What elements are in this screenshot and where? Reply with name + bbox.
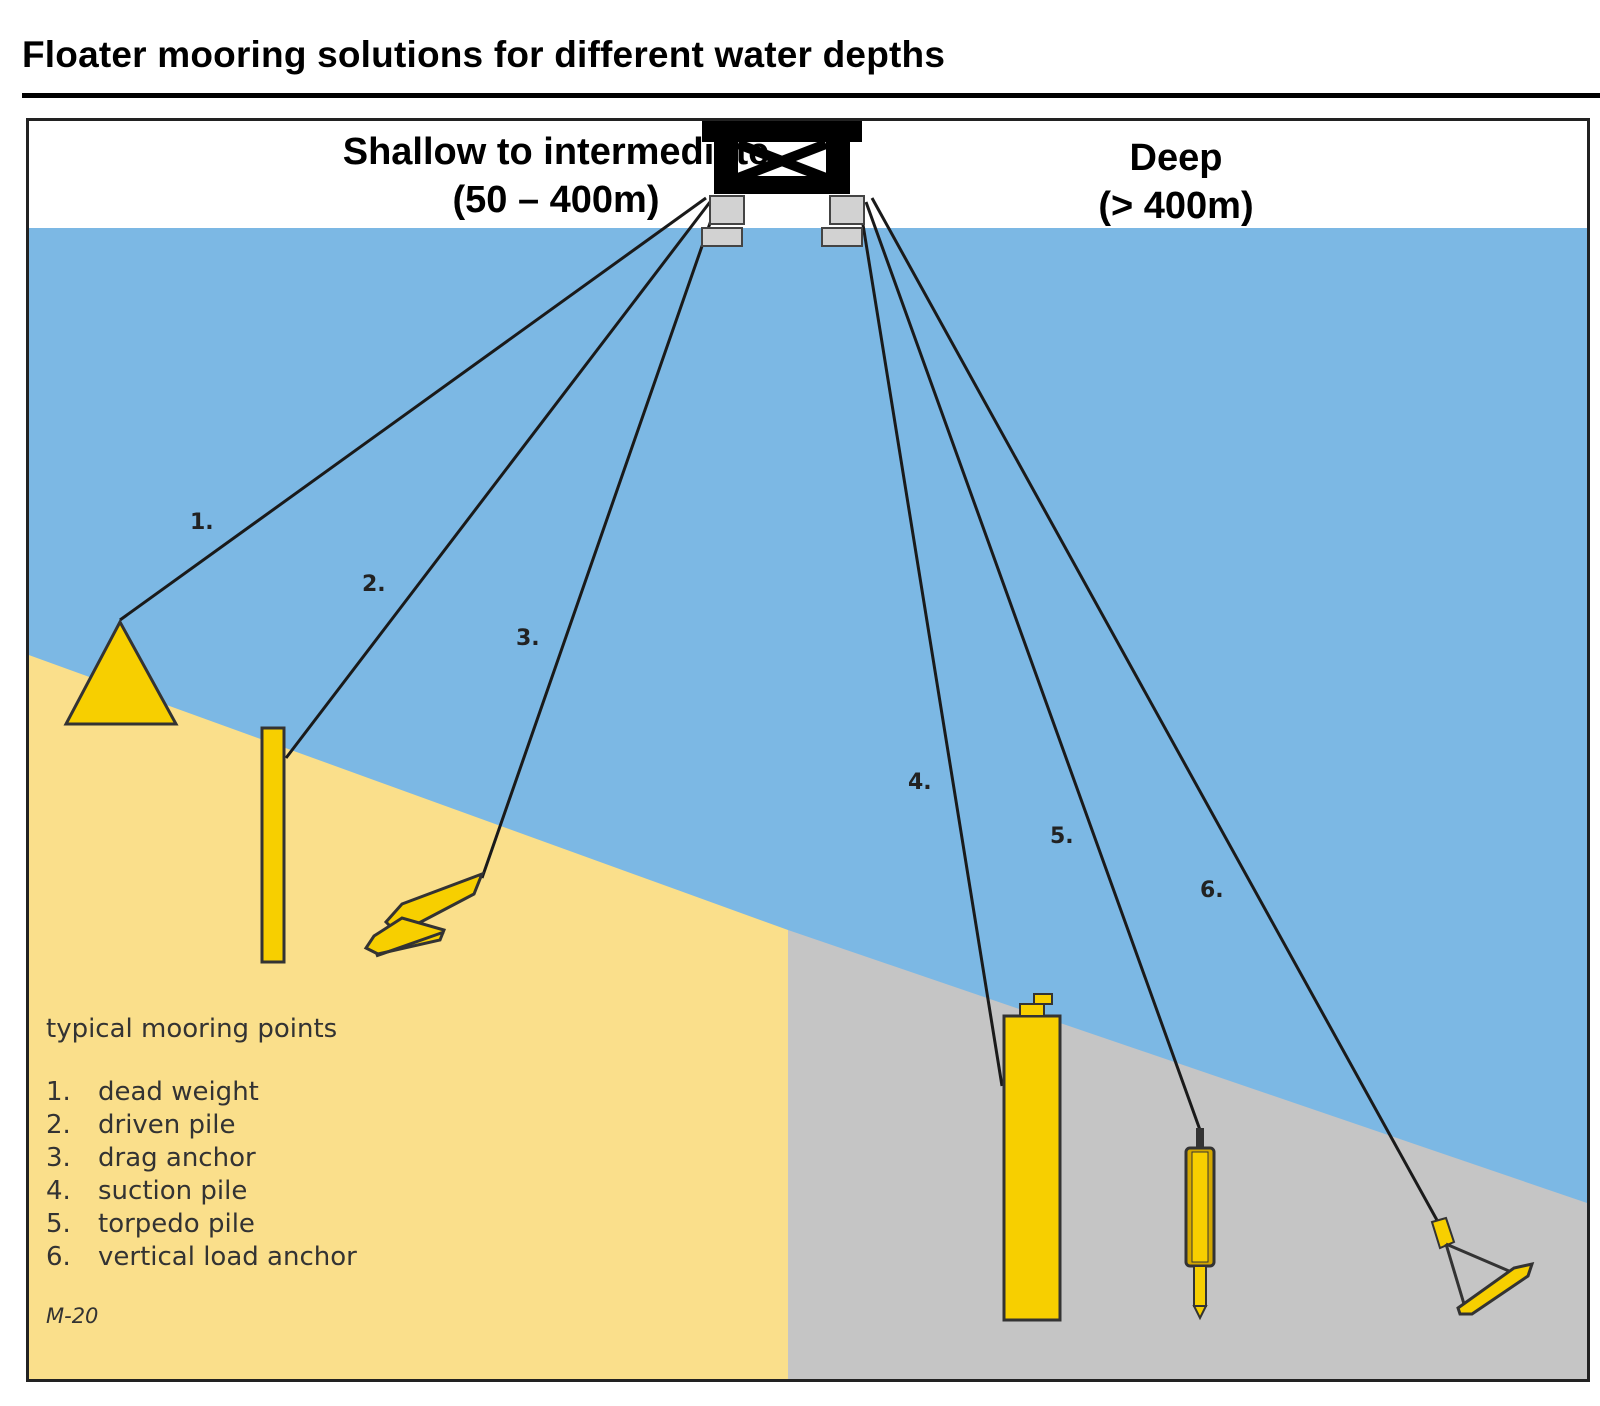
mooring-line-1 [119,196,707,622]
legend-title: typical mooring points [46,1014,338,1044]
legend-item-label: drag anchor [98,1143,256,1173]
region-deep-name: Deep [1129,137,1223,179]
mooring-lines [119,196,1440,1223]
legend-item-label: vertical load anchor [98,1242,357,1272]
legend-item-label: torpedo pile [98,1209,255,1239]
mooring-line-6 [870,197,1440,1223]
legend-item: 4. suction pile [46,1175,357,1208]
legend-item: 6. vertical load anchor [46,1241,357,1274]
legend-item-number: 2. [46,1110,71,1140]
legend-item-label: dead weight [98,1077,259,1107]
legend-item-number: 3. [46,1143,71,1173]
diagram-frame: Shallow to intermediate (50 – 400m) Deep… [26,118,1590,1382]
region-label-shallow: Shallow to intermediate (50 – 400m) [306,128,806,224]
suction-pile-anchor [1002,993,1062,1322]
seabed-sand [26,654,788,1382]
legend-item-label: suction pile [98,1176,248,1206]
legend-item-number: 1. [46,1077,71,1107]
line-number-2: 2. [362,572,386,597]
legend-item-number: 5. [46,1209,71,1239]
mooring-line-5 [864,201,1202,1131]
mooring-line-3 [480,205,718,879]
torpedo-pile-anchor [1184,1128,1216,1321]
driven-pile-anchor [260,726,286,964]
line-number-4: 4. [908,770,932,795]
legend-item: 1. dead weight [46,1076,357,1109]
region-shallow-name: Shallow to intermediate [342,131,770,173]
line-number-5: 5. [1050,824,1074,849]
mooring-line-2 [284,201,712,759]
floating-platform [701,118,865,247]
vertical-load-anchor [1430,1216,1535,1316]
legend-item-number: 4. [46,1176,71,1206]
legend-item: 2. driven pile [46,1109,357,1142]
line-number-6: 6. [1200,878,1224,903]
drag-anchor [363,871,485,958]
line-number-1: 1. [190,510,214,535]
dead-weight-anchor [63,618,179,726]
legend-item: 5. torpedo pile [46,1208,357,1241]
legend-item: 3. drag anchor [46,1142,357,1175]
page-title: Floater mooring solutions for different … [22,34,946,75]
region-deep-depth: (> 400m) [1098,185,1254,227]
line-number-3: 3. [516,626,540,651]
legend-item-number: 6. [46,1242,71,1272]
legend-list: 1. dead weight 2. driven pile 3. drag ancho… [46,1076,357,1274]
region-shallow-depth: (50 – 400m) [452,179,660,221]
region-label-deep: Deep (> 400m) [1026,134,1326,230]
diagram-canvas [26,118,1590,1382]
title-rule [22,93,1600,98]
figure-code: M-20 [46,1304,99,1328]
legend-item-label: driven pile [98,1110,236,1140]
mooring-line-4 [858,205,1004,1087]
